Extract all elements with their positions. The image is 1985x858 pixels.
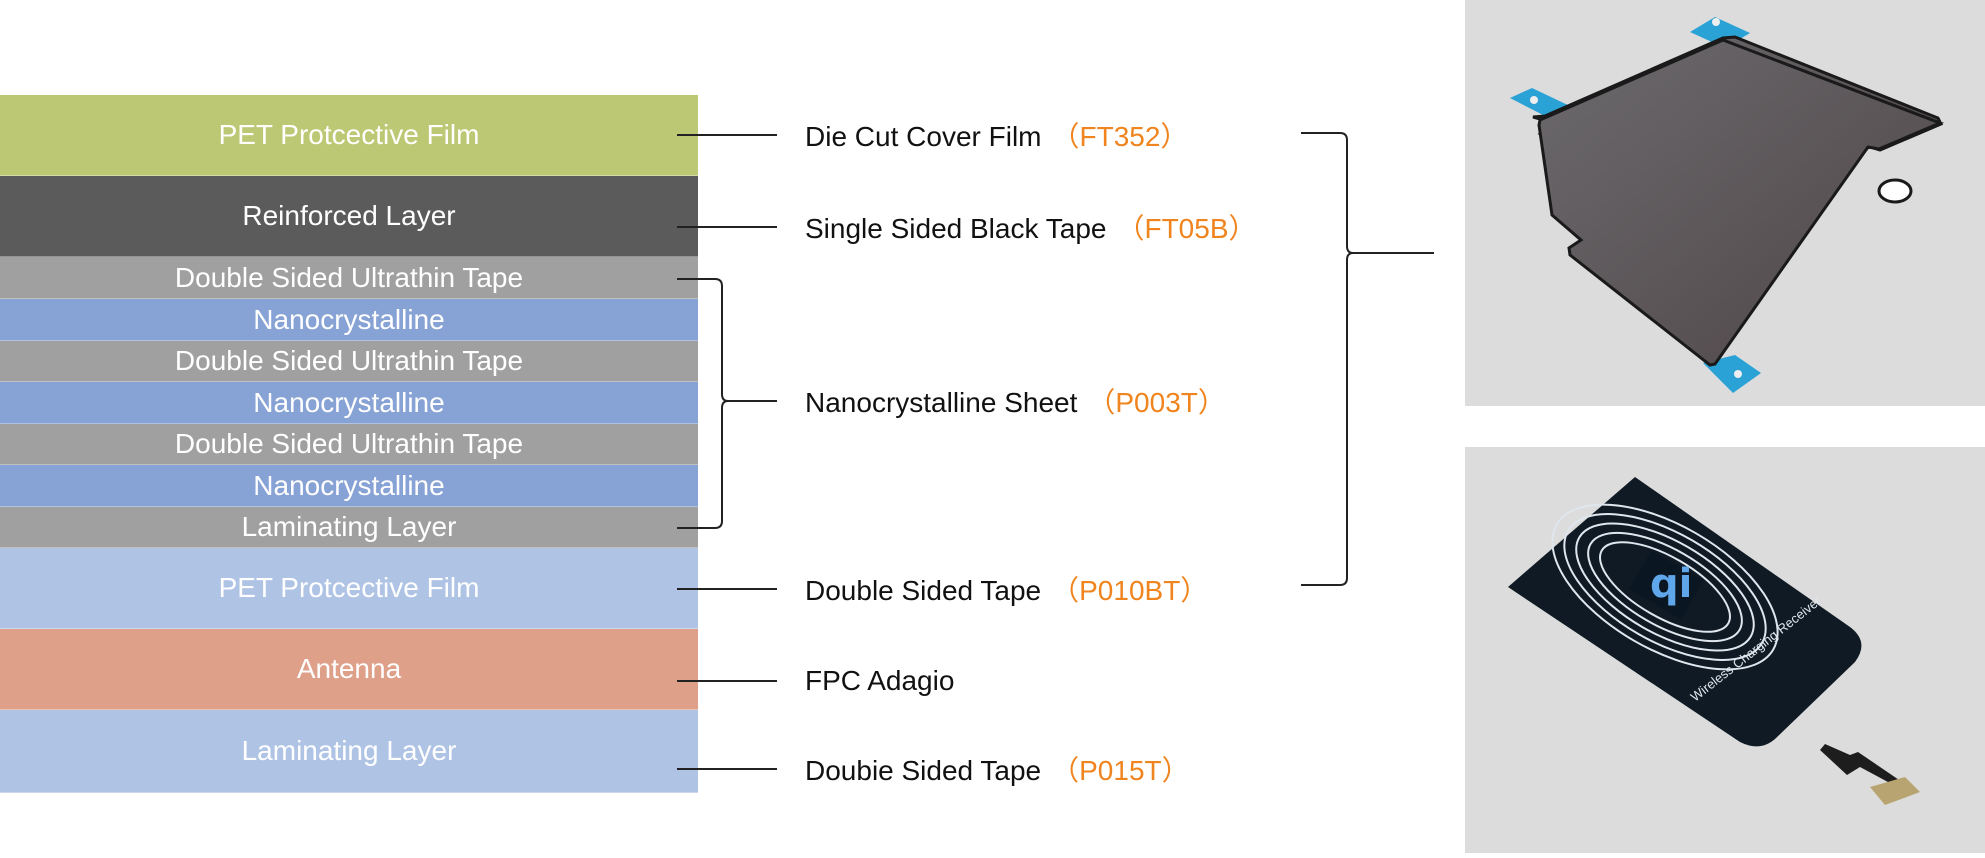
label-text: Single Sided Black Tape	[805, 213, 1107, 244]
label-fpc-adagio: FPC Adagio	[805, 665, 964, 697]
nanocrystalline-shield-sheet-photo	[1465, 0, 1985, 406]
layer-reinforced: Reinforced Layer	[0, 176, 698, 257]
layer-ultrathin-tape-3: Double Sided Ultrathin Tape	[0, 424, 698, 465]
layer-nanocrystalline-2: Nanocrystalline	[0, 382, 698, 424]
layer-pet-protective-film-bottom: PET Protcective Film	[0, 548, 698, 629]
label-text: FPC Adagio	[805, 665, 955, 696]
part-code: （P010BT）	[1051, 575, 1209, 606]
layer-nanocrystalline-3: Nanocrystalline	[0, 465, 698, 507]
label-nanocrystalline-sheet: Nanocrystalline Sheet （P003T）	[805, 381, 1226, 421]
part-code: （FT352）	[1051, 121, 1189, 152]
part-code: （P003T）	[1087, 387, 1226, 418]
wireless-charging-receiver-photo: qi Wireless Charging Receiver	[1465, 447, 1985, 853]
layer-ultrathin-tape-1: Double Sided Ultrathin Tape	[0, 257, 698, 299]
qi-logo-icon: qi	[1650, 561, 1692, 607]
layer-ultrathin-tape-2: Double Sided Ultrathin Tape	[0, 341, 698, 382]
label-die-cut-cover-film: Die Cut Cover Film （FT352）	[805, 115, 1188, 155]
label-double-sided-tape: Double Sided Tape （P010BT）	[805, 569, 1208, 609]
label-doubie-sided-tape: Doubie Sided Tape （P015T）	[805, 749, 1190, 789]
assembly-bracket	[1301, 132, 1434, 586]
layer-laminating-inner: Laminating Layer	[0, 507, 698, 548]
layer-antenna: Antenna	[0, 629, 698, 710]
label-text: Doubie Sided Tape	[805, 755, 1042, 786]
nanocrystalline-bracket	[677, 278, 777, 529]
label-single-sided-black-tape: Single Sided Black Tape （FT05B）	[805, 207, 1257, 247]
part-code: （FT05B）	[1116, 213, 1257, 244]
label-text: Double Sided Tape	[805, 575, 1042, 606]
label-text: Nanocrystalline Sheet	[805, 387, 1078, 418]
label-text: Die Cut Cover Film	[805, 121, 1042, 152]
part-code: （P015T）	[1051, 755, 1190, 786]
layer-nanocrystalline-1: Nanocrystalline	[0, 299, 698, 341]
layer-pet-protective-film-top: PET Protcective Film	[0, 95, 698, 176]
layer-laminating-bottom: Laminating Layer	[0, 710, 698, 793]
